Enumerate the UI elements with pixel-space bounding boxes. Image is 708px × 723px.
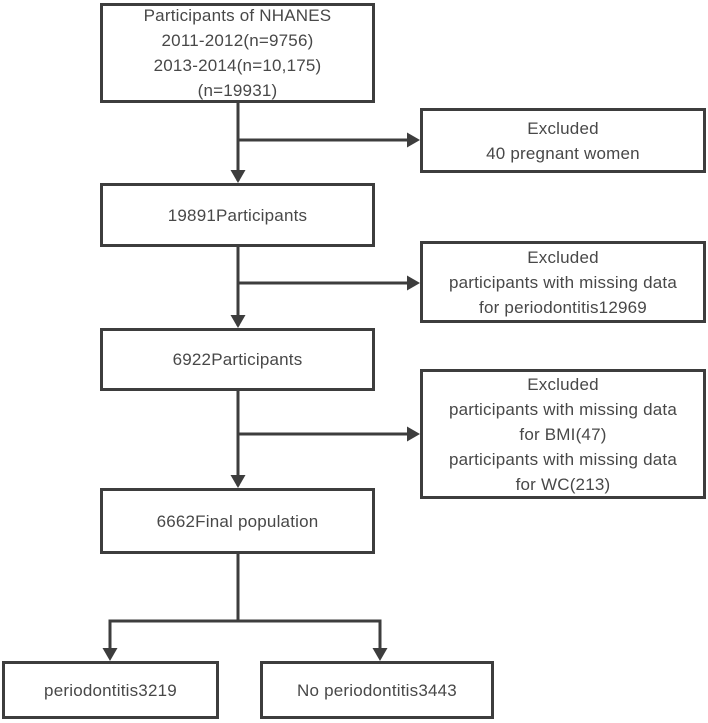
excluded-bmi-wc-line2: participants with missing data — [448, 399, 678, 419]
excluded-bmi-wc-line5: for WC(213) — [515, 474, 611, 494]
flow-box-start: Participants of NHANES 2011-2012(n=9756)… — [100, 3, 375, 103]
arrowhead-down-19891 — [230, 170, 246, 183]
arrowhead-down-no-periodontitis — [372, 648, 388, 661]
arrowhead-down-final — [230, 475, 246, 488]
flow-box-start-line3: 2013-2014(n=10,175) — [153, 56, 322, 75]
excluded-periodontitis-line1: Excluded — [527, 247, 599, 267]
flow-box-final-population: 6662Final population — [100, 488, 375, 554]
excluded-bmi-wc-line4: participants with missing data — [448, 449, 678, 469]
excluded-bmi-wc-line3: for BMI(47) — [519, 424, 607, 444]
arrowhead-right-excluded-periodontitis — [407, 275, 420, 291]
participants-19891-label: 19891Participants — [167, 205, 308, 225]
excluded-bmi-wc-line1: Excluded — [527, 374, 599, 394]
flow-box-participants-19891: 19891Participants — [100, 183, 375, 247]
flow-box-participants-6922: 6922Participants — [100, 328, 375, 391]
flow-box-no-periodontitis: No periodontitis3443 — [260, 661, 494, 719]
flow-box-periodontitis: periodontitis3219 — [2, 661, 219, 719]
flow-box-excluded-periodontitis: Excluded participants with missing data … — [420, 241, 706, 323]
flow-box-start-line4: (n=19931) — [197, 81, 278, 100]
flow-box-excluded-bmi-wc: Excluded participants with missing data … — [420, 369, 706, 499]
flow-box-excluded-pregnant: Excluded 40 pregnant women — [420, 108, 706, 173]
final-population-label: 6662Final population — [156, 511, 319, 531]
excluded-periodontitis-line3: for periodontitis12969 — [479, 297, 647, 317]
arrowhead-right-excluded-pregnant — [407, 132, 420, 148]
flow-box-start-line2: 2011-2012(n=9756) — [161, 31, 314, 50]
no-periodontitis-label: No periodontitis3443 — [297, 680, 457, 700]
excluded-pregnant-line2: 40 pregnant women — [486, 143, 640, 163]
participants-6922-label: 6922Participants — [172, 350, 303, 369]
arrowhead-down-6922 — [230, 315, 246, 328]
arrowhead-down-periodontitis — [102, 648, 118, 661]
arrowhead-right-excluded-bmi-wc — [407, 426, 420, 442]
excluded-pregnant-line1: Excluded — [527, 118, 599, 138]
flow-box-start-line1: Participants of NHANES — [143, 6, 332, 25]
periodontitis-label: periodontitis3219 — [44, 680, 177, 700]
excluded-periodontitis-line2: participants with missing data — [448, 272, 678, 292]
